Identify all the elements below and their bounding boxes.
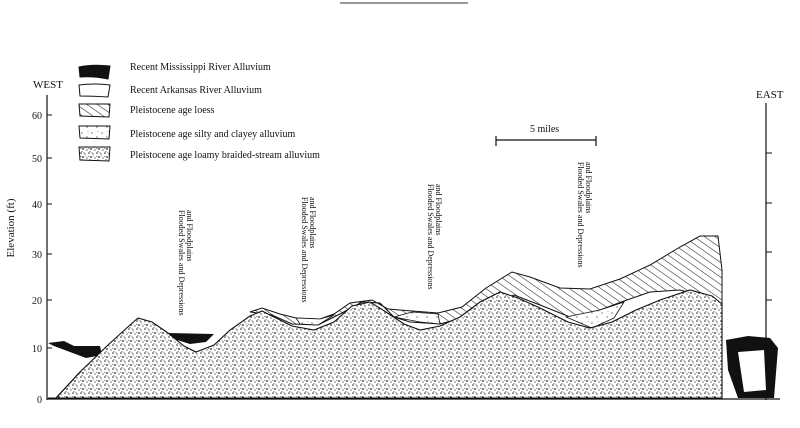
y-tick-label: 20 xyxy=(32,296,42,307)
west-label: WEST xyxy=(33,79,63,91)
annotation-line: Flooded Swales and Depressions xyxy=(300,197,309,303)
annotation-line: and Floodplains xyxy=(185,210,194,261)
cross-section xyxy=(47,235,780,400)
silty-alluvium xyxy=(393,311,441,325)
y-axis-title: Elevation (ft) xyxy=(5,198,17,257)
legend-label: Recent Arkansas River Alluvium xyxy=(130,85,262,96)
annotation-line: Flooded Swales and Depressions xyxy=(576,162,585,268)
annotation-line: and Floodplains xyxy=(584,162,593,213)
scale-bar-label: 5 miles xyxy=(530,124,559,135)
legend-swatch-mississippi xyxy=(78,64,111,80)
scale-bar: 5 miles xyxy=(495,124,597,146)
annotation-line: and Floodplains xyxy=(434,184,443,235)
annotation: Flooded Swales and Depressions and Flood… xyxy=(300,197,317,303)
annotation: Flooded Swales and Depressions and Flood… xyxy=(426,184,443,290)
annotation-line: and Floodplains xyxy=(308,197,317,248)
y-tick-label: 10 xyxy=(32,344,42,355)
east-label: EAST xyxy=(756,89,784,101)
legend-swatch-loess xyxy=(78,103,111,118)
mississippi-alluvium-east-inner xyxy=(738,350,766,392)
legend-swatch-loamy xyxy=(78,146,111,162)
mississippi-alluvium-west xyxy=(48,341,102,358)
annotation: Flooded Swales and Depressions and Flood… xyxy=(177,210,194,316)
silty-alluvium xyxy=(564,301,625,329)
y-tick-label: 0 xyxy=(37,395,42,406)
loamy-alluvium xyxy=(54,289,723,399)
annotation-line: Flooded Swales and Depressions xyxy=(426,184,435,290)
y-tick-label: 50 xyxy=(32,154,42,165)
y-tick-label: 40 xyxy=(32,200,42,211)
legend: Recent Mississippi River Alluvium Recent… xyxy=(78,62,320,162)
legend-swatch-arkansas xyxy=(78,83,111,98)
y-tick-label: 30 xyxy=(32,250,42,261)
arkansas-alluvium-edge xyxy=(48,371,81,399)
legend-label: Pleistocene age loess xyxy=(130,105,215,116)
y-axis: 60 50 40 30 20 10 0 Elevation (ft) xyxy=(5,95,52,406)
legend-label: Pleistocene age silty and clayey alluviu… xyxy=(130,129,295,140)
annotation: Flooded Swales and Depressions and Flood… xyxy=(576,162,593,268)
mississippi-alluvium-pocket xyxy=(168,333,214,344)
legend-swatch-silty xyxy=(78,125,111,140)
silty-alluvium xyxy=(295,314,335,326)
y-tick-label: 60 xyxy=(32,111,42,122)
legend-label: Recent Mississippi River Alluvium xyxy=(130,62,271,73)
legend-label: Pleistocene age loamy braided-stream all… xyxy=(130,150,320,161)
annotation-line: Flooded Swales and Depressions xyxy=(177,210,186,316)
